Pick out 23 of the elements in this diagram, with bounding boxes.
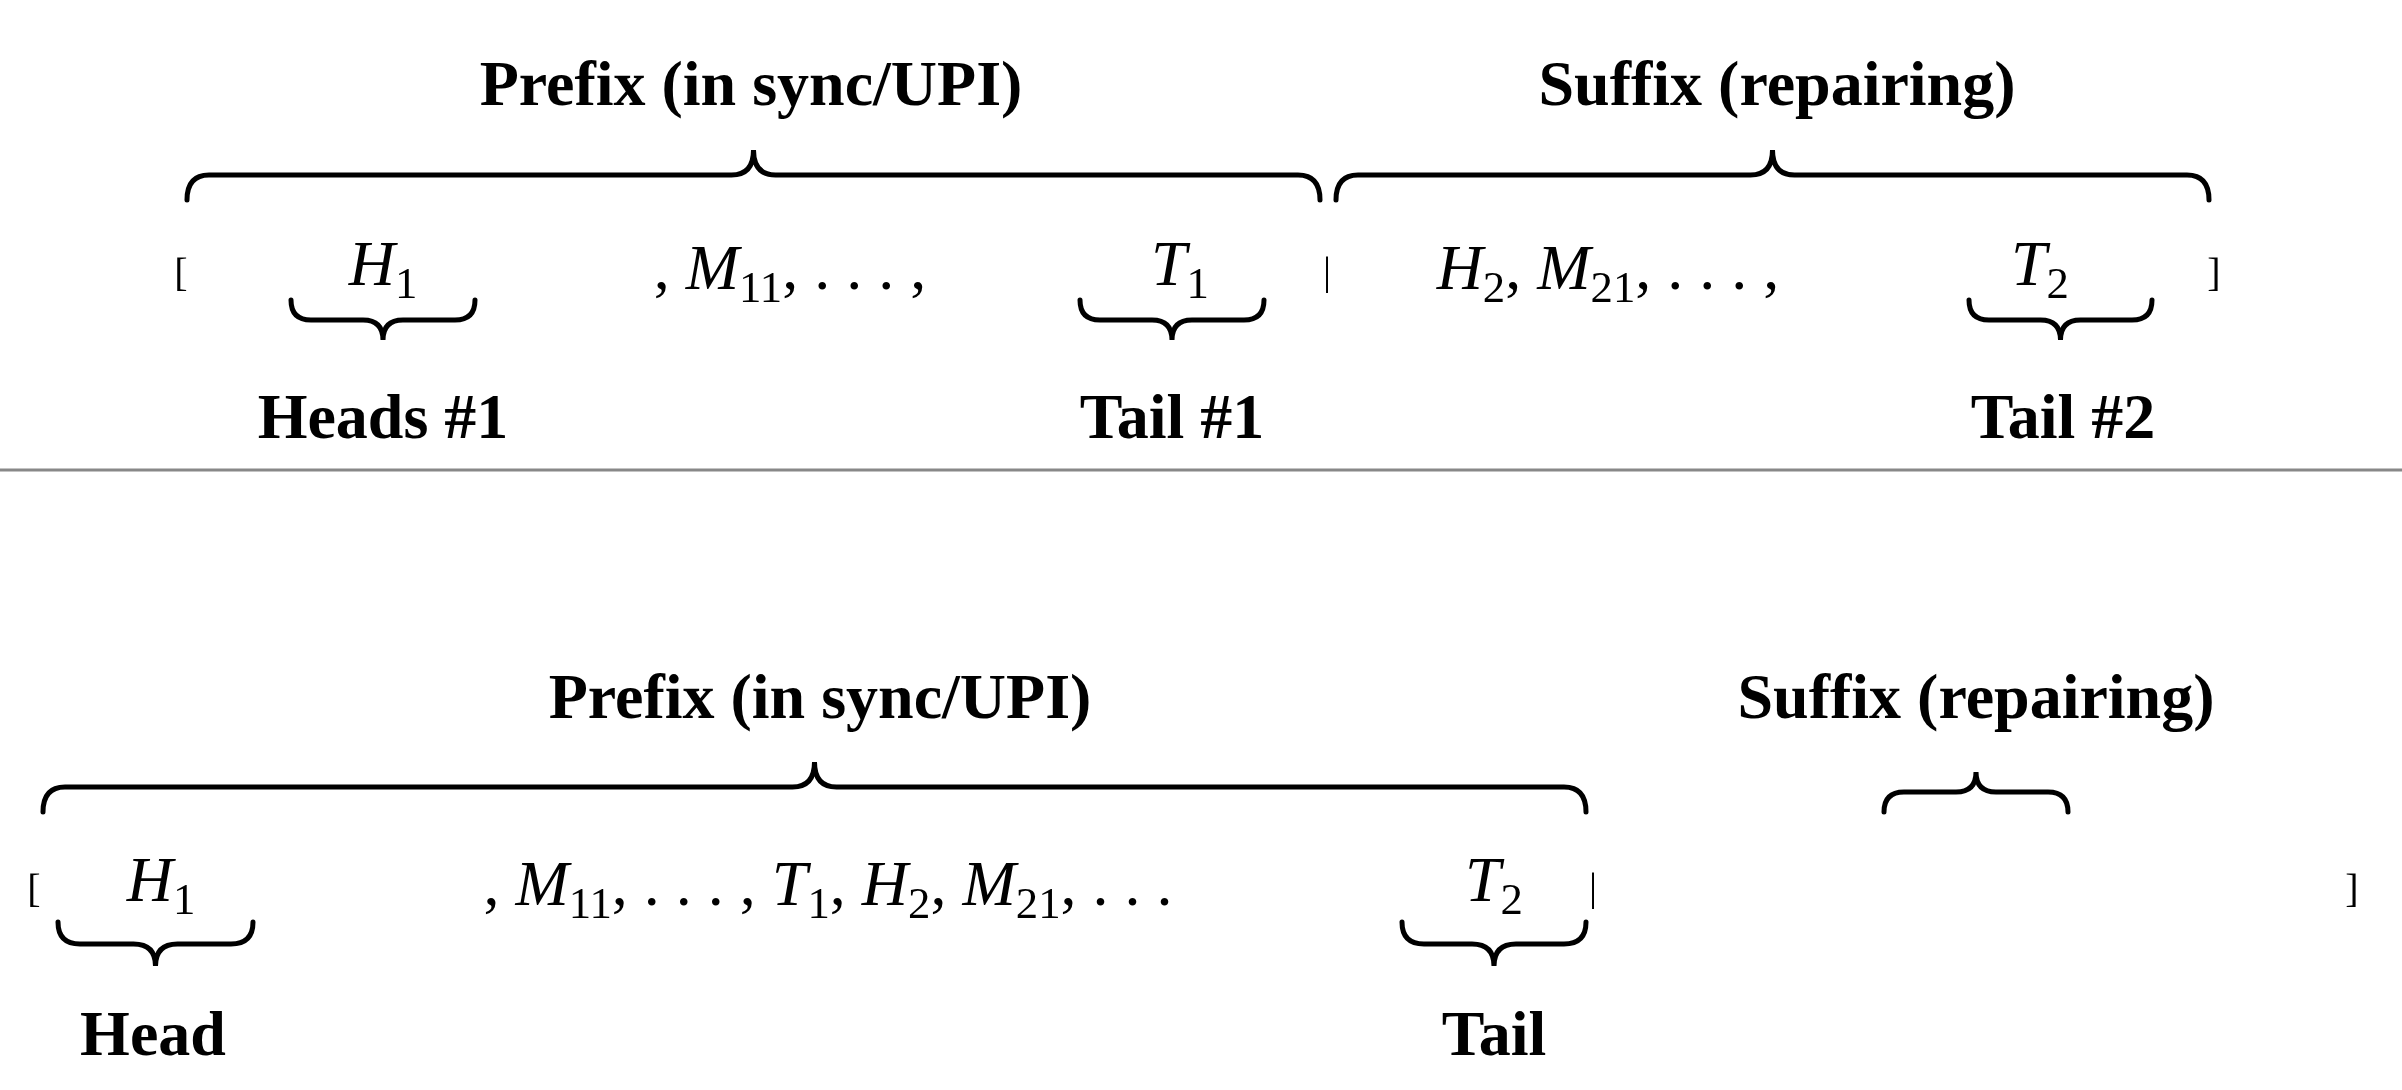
math-term: T$_{2}$ bbox=[1465, 842, 1523, 926]
math-term: H$_{1}$ bbox=[126, 842, 196, 926]
section-heading: Suffix (repairing) bbox=[1737, 660, 2215, 734]
math-expression: , M$_{11}$, . . . , bbox=[653, 230, 927, 314]
term-label: Head bbox=[80, 997, 226, 1071]
bracket-symbol: [ bbox=[27, 864, 41, 912]
section-heading: Prefix (in sync/UPI) bbox=[548, 660, 1092, 734]
section-heading: Prefix (in sync/UPI) bbox=[479, 47, 1023, 121]
math-term: T$_{1}$ bbox=[1151, 226, 1209, 310]
term-label: Tail #2 bbox=[1970, 380, 2156, 454]
math-expression: H$_{2}$, M$_{21}$, . . . , bbox=[1436, 230, 1780, 314]
term-label: Heads #1 bbox=[257, 380, 509, 454]
bracket-symbol: ] bbox=[2345, 864, 2359, 912]
term-label: Tail bbox=[1441, 997, 1547, 1071]
math-expression: , M$_{11}$, . . . , T$_{1}$, H$_{2}$, M$_{21}$, . . . bbox=[483, 846, 1173, 930]
separator-symbol: | bbox=[1589, 862, 1597, 910]
bracket-symbol: ] bbox=[2207, 248, 2221, 296]
term-label: Tail #1 bbox=[1079, 380, 1265, 454]
bracket-symbol: [ bbox=[174, 248, 188, 296]
section-heading: Suffix (repairing) bbox=[1538, 47, 2016, 121]
separator-symbol: | bbox=[1323, 246, 1331, 294]
math-term: H$_{1}$ bbox=[348, 226, 418, 310]
math-term: T$_{2}$ bbox=[2011, 226, 2069, 310]
